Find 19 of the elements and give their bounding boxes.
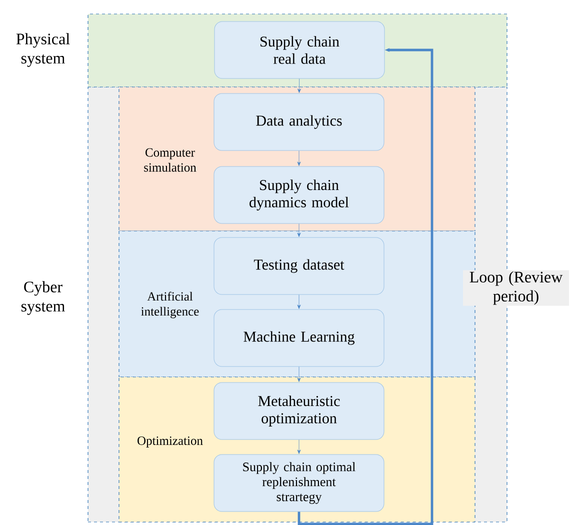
process-box: Metaheuristic optimization [214,382,384,440]
arrow [297,366,301,382]
process-box: Machine Learning [214,309,384,367]
arrow [297,150,301,166]
arrow [297,294,301,309]
process-box: Supply chain optimal replenishment strartegy [214,454,384,512]
band-label: Cyber system [21,281,65,315]
process-box: Supply chain dynamics model [214,166,384,224]
arrow [297,224,301,237]
process-box: Supply chain real data [214,21,385,79]
process-box: Testing dataset [214,237,384,295]
band-label: Optimization [138,436,203,448]
arrow [297,440,301,454]
process-box: Data analytics [214,93,384,151]
band-label: Artificial intelligence [141,292,199,318]
band-label: Physical system [16,33,70,67]
arrow [298,78,301,93]
edge-label: Loop (Review period) [463,270,569,306]
band-label: Computer simulation [144,148,196,172]
